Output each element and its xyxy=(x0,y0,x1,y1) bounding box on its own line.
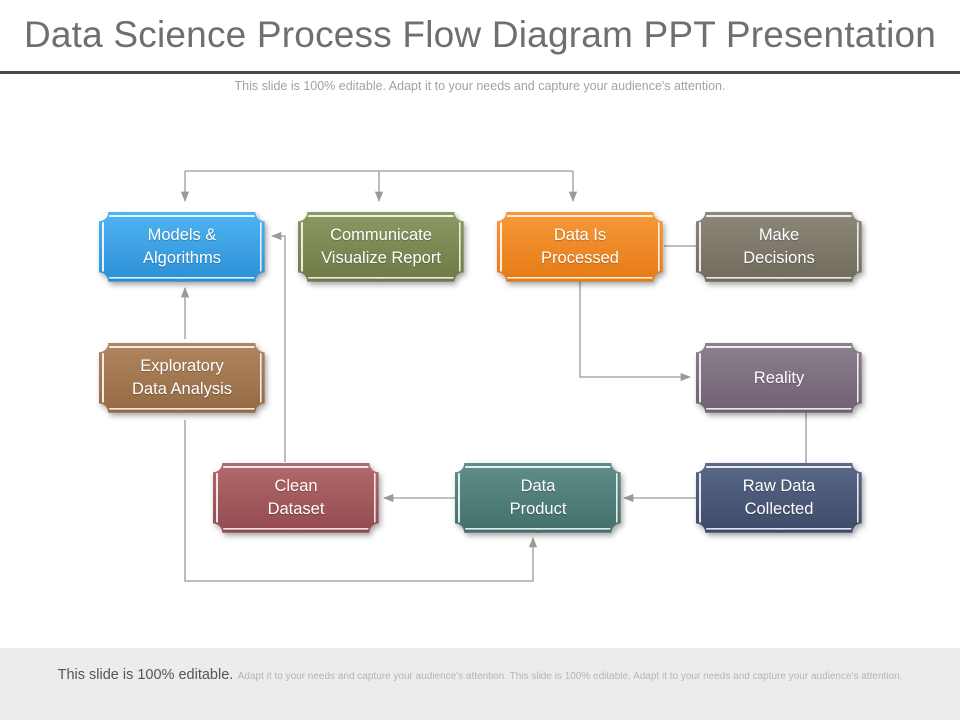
node-label-line2: Processed xyxy=(541,249,619,267)
node-label-line2: Decisions xyxy=(743,249,815,267)
node-label-line2: Collected xyxy=(744,500,814,518)
connector-lines xyxy=(180,170,807,582)
node-label-line1: Exploratory xyxy=(140,357,224,375)
node-label-line2: Visualize Report xyxy=(321,249,441,267)
footer-text: This slide is 100% editable. Adapt it to… xyxy=(30,668,930,684)
node-label-line2: Data Analysis xyxy=(132,380,232,398)
node-label-line1: Models & xyxy=(147,226,217,244)
node-label: Reality xyxy=(754,367,804,390)
node-label-line1: Data xyxy=(520,477,556,495)
connector-exploratory-product xyxy=(184,420,538,582)
node-reality-body: Reality xyxy=(696,343,862,413)
footer-detail: Adapt it to your needs and capture your … xyxy=(237,671,903,682)
node-label: Models & Algorithms xyxy=(143,224,221,270)
page-title: Data Science Process Flow Diagram PPT Pr… xyxy=(23,14,937,55)
page-subtitle: This slide is 100% editable. Adapt it to… xyxy=(234,79,726,93)
node-reality: Reality xyxy=(696,343,862,413)
node-label-line2: Dataset xyxy=(267,500,325,518)
node-label-line1: Reality xyxy=(753,368,805,387)
node-processed-body: Data Is Processed xyxy=(497,212,663,282)
node-label-line2: Product xyxy=(509,500,567,518)
title-divider xyxy=(0,71,960,74)
node-label-line1: Data Is xyxy=(553,226,607,244)
node-label-line1: Raw Data xyxy=(742,477,816,495)
node-label-line1: Make xyxy=(758,226,800,244)
node-label: Data Is Processed xyxy=(541,224,619,270)
node-models-algorithms-body: Models & Algorithms xyxy=(99,212,265,282)
node-data-is-processed: Data Is Processed xyxy=(497,212,663,282)
node-label-line1: Clean xyxy=(274,477,318,495)
footer-lead: This slide is 100% editable. xyxy=(57,667,234,683)
connector-processed-reality xyxy=(579,281,692,382)
footer-bar: This slide is 100% editable. Adapt it to… xyxy=(0,648,960,720)
node-models-algorithms: Models & Algorithms xyxy=(99,212,265,282)
node-label-line2: Algorithms xyxy=(143,249,221,267)
connector-clean-models xyxy=(270,231,286,462)
node-label-line1: Communicate xyxy=(330,226,432,244)
